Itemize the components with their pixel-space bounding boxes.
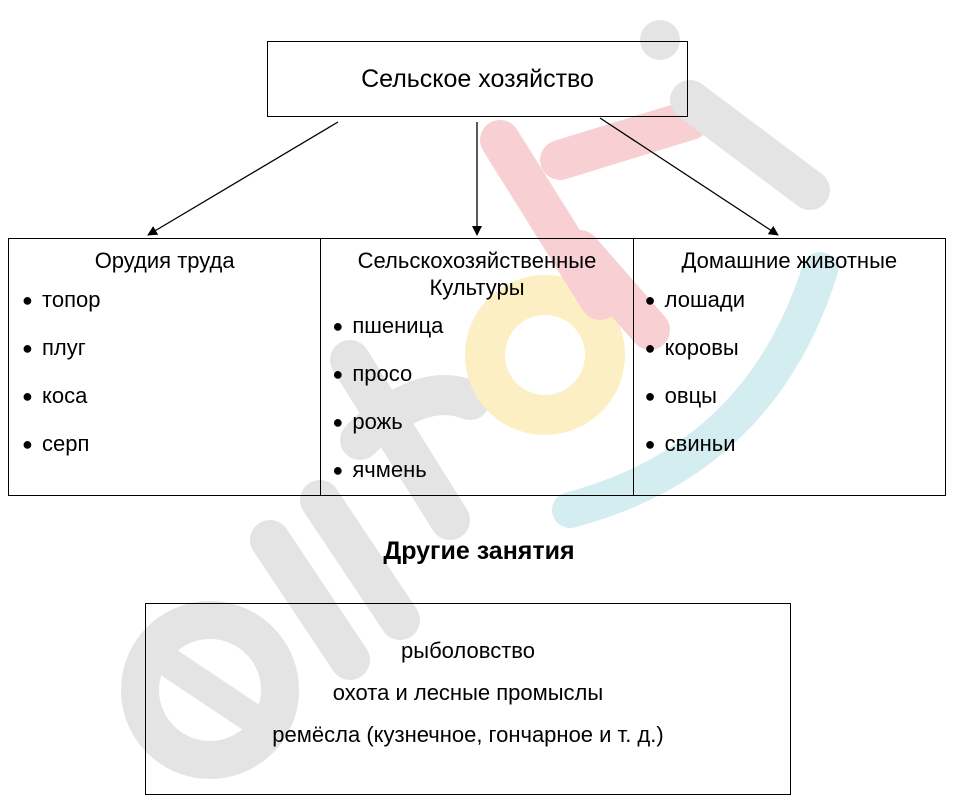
item-text: плуг	[42, 335, 86, 360]
bullet-icon: ●	[644, 434, 656, 454]
list-item: ● ячмень	[332, 457, 632, 505]
watermark-letter-o-shape	[465, 275, 625, 435]
list-item: ● овцы	[645, 383, 945, 431]
bullet-icon: ●	[332, 316, 344, 336]
item-text: коровы	[664, 335, 739, 360]
list-item: ● свиньи	[645, 431, 945, 479]
bullet-icon: ●	[22, 386, 33, 406]
watermark-swoosh-shape	[552, 252, 838, 528]
list-item: ● топор	[22, 287, 320, 335]
column-tools: Орудия труда ● топор ● плуг ● коса ● серп	[9, 239, 320, 495]
other-title: Другие занятия	[383, 537, 575, 565]
item-text: рожь	[352, 409, 403, 434]
bullet-icon: ●	[644, 290, 656, 310]
categories-table: Орудия труда ● топор ● плуг ● коса ● серп Се…	[8, 238, 946, 496]
item-text: ячмень	[352, 457, 427, 482]
list-item: ● пшеница	[332, 313, 632, 361]
list-item: ● рожь	[332, 409, 632, 457]
item-text: овцы	[664, 383, 717, 408]
list-item: ● коса	[22, 383, 320, 431]
column-crops: Сельскохозяйственные Культуры ● пшеница ●…	[320, 239, 632, 495]
item-text: коса	[42, 383, 88, 408]
item-text: пшеница	[352, 313, 444, 338]
item-text: лошади	[664, 287, 745, 312]
list-item: ● лошади	[645, 287, 945, 335]
column-title: Орудия труда	[94, 248, 235, 273]
watermark-letter-u-shape	[250, 480, 420, 680]
column-title: Сельскохозяйственные Культуры	[357, 248, 597, 300]
item-list: ● лошади ● коровы ● овцы ● свиньи	[634, 287, 945, 479]
other-list: рыболовство охота и лесные промыслы ремё…	[146, 604, 790, 764]
item-list: ● топор ● плуг ● коса ● серп	[9, 287, 320, 479]
item-text: топор	[42, 287, 101, 312]
watermark-letter-i-shape	[640, 20, 830, 210]
item-list: ● пшеница ● просо ● рожь ● ячмень	[321, 313, 632, 505]
list-item: ● просо	[332, 361, 632, 409]
bullet-icon: ●	[332, 412, 344, 432]
root-box: Сельское хозяйство	[267, 41, 688, 117]
other-box: рыболовство охота и лесные промыслы ремё…	[145, 603, 791, 795]
item-text: свиньи	[664, 431, 736, 456]
item-text: серп	[42, 431, 90, 456]
bullet-icon: ●	[332, 460, 344, 480]
item-text: просо	[352, 361, 413, 386]
column-animals: Домашние животные ● лошади ● коровы ● овцы …	[632, 239, 945, 495]
root-title: Сельское хозяйство	[361, 64, 594, 93]
list-item: рыболовство	[401, 638, 535, 663]
bullet-icon: ●	[22, 290, 33, 310]
list-item: охота и лесные промыслы	[332, 680, 604, 705]
bullet-icon: ●	[644, 386, 656, 406]
list-item: ремёсла (кузнечное, гончарное и т. д.)	[272, 722, 664, 747]
bullet-icon: ●	[22, 338, 33, 358]
list-item: ● коровы	[645, 335, 945, 383]
watermark-letter-k-shape	[480, 100, 710, 350]
bullet-icon: ●	[22, 434, 33, 454]
arrow-right	[599, 117, 779, 236]
bullet-icon: ●	[644, 338, 656, 358]
bullet-icon: ●	[332, 364, 344, 384]
list-item: ● серп	[22, 431, 320, 479]
list-item: ● плуг	[22, 335, 320, 383]
watermark-letter-e-shape	[121, 601, 299, 779]
column-title: Домашние животные	[681, 248, 898, 273]
watermark-letter-r-shape	[330, 340, 490, 540]
arrow-left	[147, 121, 339, 236]
